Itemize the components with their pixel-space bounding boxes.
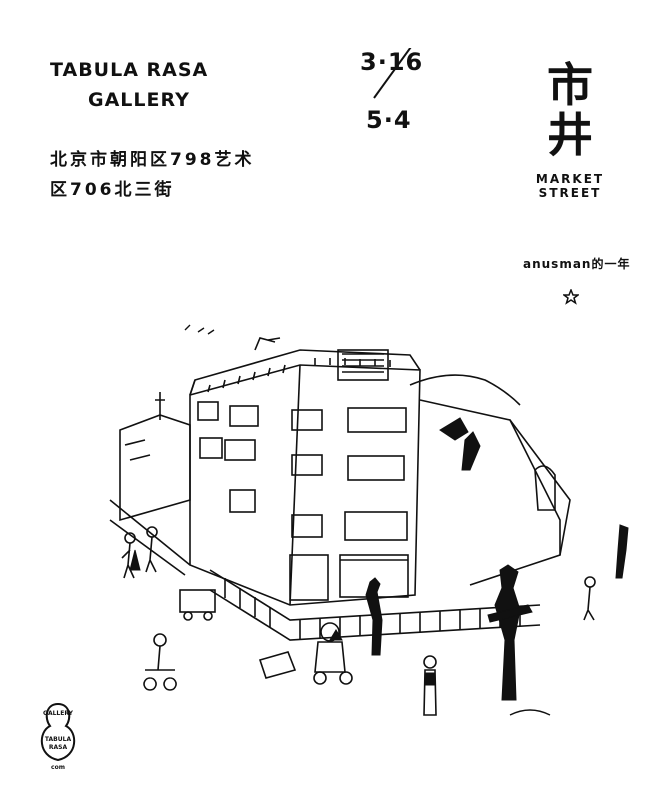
- seal-line3: RASA: [48, 744, 68, 751]
- gallery-name-line1: TABULA RASA: [50, 59, 209, 81]
- gallery-address: 北京市朝阳区798艺术 区706北三街: [50, 145, 255, 205]
- exhibition-title: 市 井 MARKET STREET: [520, 60, 620, 200]
- address-line1: 北京市朝阳区798艺术: [50, 150, 255, 170]
- exhibition-dates: 3·16 5·4: [352, 48, 444, 148]
- title-char-1: 市: [547, 58, 593, 112]
- end-date: 5·4: [366, 106, 412, 134]
- seal-line1: GALLERY: [43, 710, 73, 717]
- title-en-line1: MARKET: [535, 172, 605, 186]
- date-divider-icon: [373, 48, 412, 99]
- title-en-line2: STREET: [538, 186, 602, 200]
- seal-line2: TABULA: [44, 736, 72, 743]
- address-line2: 区706北三街: [50, 180, 175, 200]
- start-date: 3·16: [360, 48, 424, 76]
- gallery-name-line2: GALLERY: [88, 89, 190, 111]
- title-char-2: 井: [547, 108, 593, 162]
- seal-text: GALLERY TABULA RASA com: [36, 702, 80, 772]
- gallery-name: TABULA RASA GALLERY: [50, 55, 208, 115]
- artist-credit: anusman的一年: [523, 257, 631, 271]
- street-scene-illustration: [109, 324, 629, 716]
- star-icon: [563, 289, 579, 305]
- gallery-seal-logo: [40, 702, 76, 762]
- seal-line4: com: [51, 764, 65, 771]
